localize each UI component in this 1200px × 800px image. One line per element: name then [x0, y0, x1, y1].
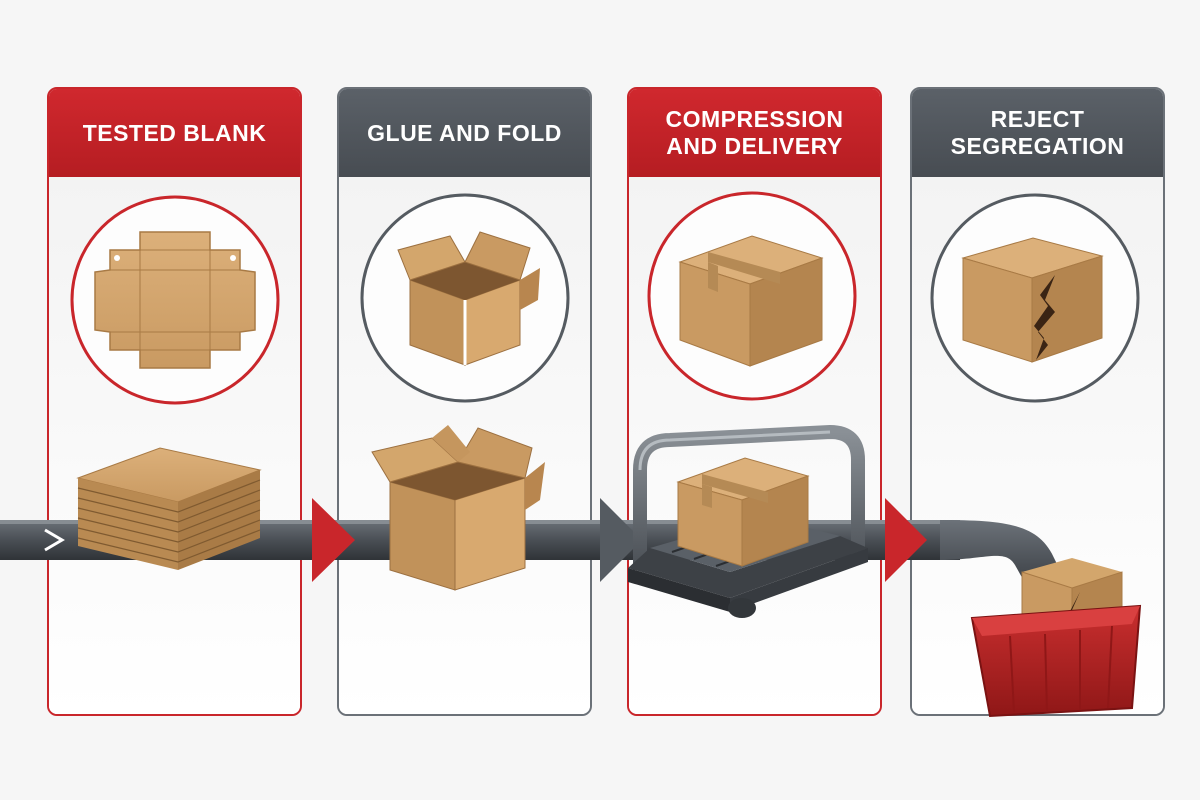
step-panel-reject-segregation: REJECT SEGREGATION: [910, 87, 1165, 716]
step-panel-compression-and-delivery: COMPRESSION AND DELIVERY: [627, 87, 882, 716]
step-panel-tested-blank: TESTED BLANK: [47, 87, 302, 716]
step-panel-glue-and-fold: GLUE AND FOLD: [337, 87, 592, 716]
step-title: COMPRESSION AND DELIVERY: [629, 89, 880, 177]
step-title: REJECT SEGREGATION: [912, 89, 1163, 177]
step-title: GLUE AND FOLD: [339, 89, 590, 177]
step-title: TESTED BLANK: [49, 89, 300, 177]
